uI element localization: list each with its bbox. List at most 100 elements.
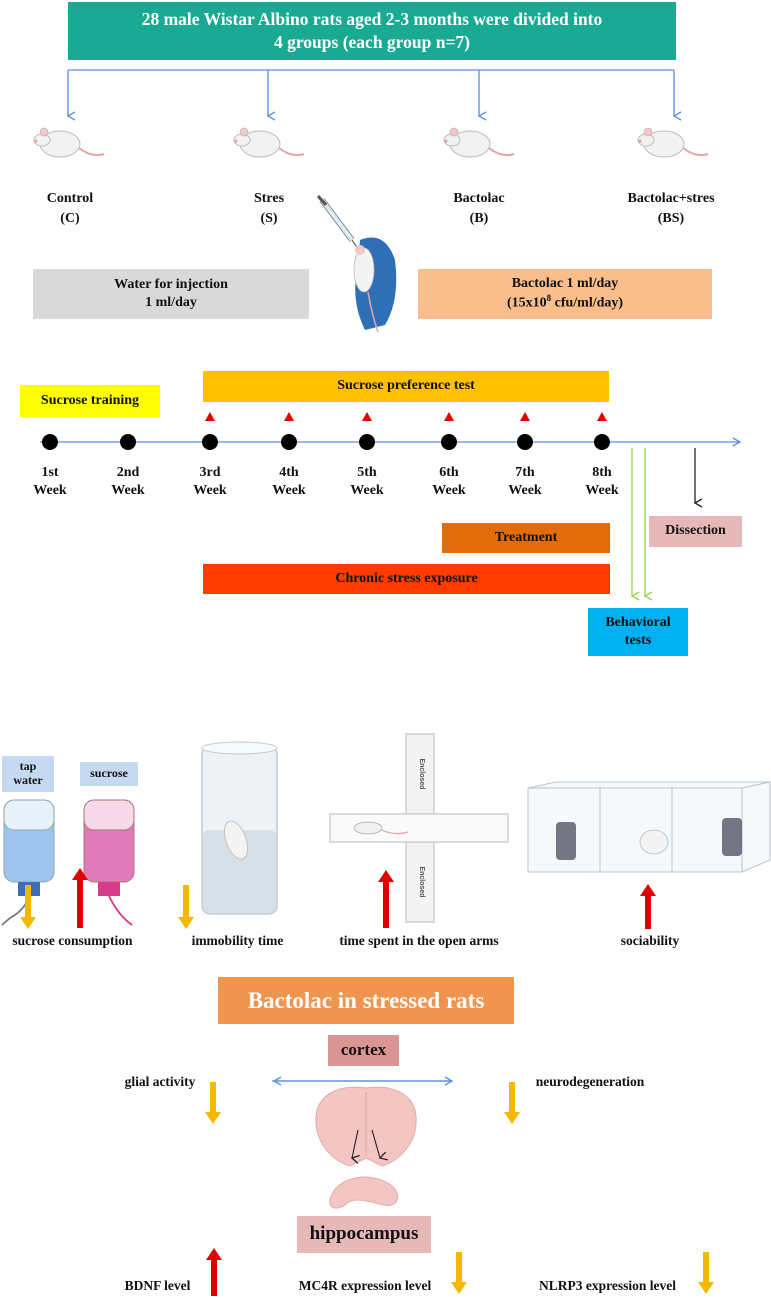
group-bactolac-stres-name: Bactolac+stres	[627, 191, 715, 206]
sucrose-consumption-label: sucrose consumption	[12, 933, 133, 948]
cortex-label: cortex	[340, 1040, 387, 1060]
cortex-box: cortex	[328, 1035, 399, 1066]
week-dot	[120, 434, 136, 450]
rat-icon-stres	[233, 127, 305, 158]
mc4r-label: MC4R expression level	[298, 1278, 432, 1293]
week-dot	[441, 434, 457, 450]
sucrose-training-label: Sucrose training	[40, 392, 140, 408]
results-title: Bactolac in stressed rats	[247, 987, 485, 1013]
chronic-stress-box: Chronic stress exposure	[203, 564, 610, 594]
glial-activity-label: glial activity	[124, 1074, 196, 1089]
arrow-up-icon	[72, 868, 88, 928]
sucrose-training-box: Sucrose training	[20, 385, 160, 417]
rat-icon-control	[33, 127, 105, 158]
open-arms-label: time spent in the open arms	[339, 933, 499, 948]
bdnf-label: BDNF level	[124, 1278, 191, 1293]
immobility-time-label: immobility time	[191, 933, 284, 948]
water-line-2: 1 ml/day	[145, 295, 197, 310]
test-marker	[444, 412, 454, 421]
elevated-plus-maze-icon: Enclosed Enclosed	[329, 733, 509, 923]
behavioral-tests-box: Behavioral tests	[588, 608, 688, 656]
arrow-up-icon	[206, 1248, 222, 1296]
group-stres-abbr: (S)	[260, 211, 278, 226]
brain-coronal-icon	[315, 1086, 417, 1167]
group-control-abbr: (C)	[60, 211, 80, 226]
sucrose-preference-label: Sucrose preference test	[337, 378, 475, 394]
test-marker	[205, 412, 215, 421]
group-control-name: Control	[46, 191, 94, 206]
week-dot	[202, 434, 218, 450]
water-line-1: Water for injection	[114, 276, 228, 292]
header-box: 28 male Wistar Albino rats aged 2-3 mont…	[68, 2, 676, 60]
behavioral-line-2: tests	[624, 633, 652, 648]
tap-water-line-2: water	[13, 773, 43, 787]
header-line-2: 4 groups (each group n=7)	[273, 32, 471, 52]
week-dot	[281, 434, 297, 450]
bactolac-line-1: Bactolac 1 ml/day	[511, 275, 619, 291]
sociability-label: sociability	[620, 933, 680, 948]
arrow-down-icon	[504, 1082, 520, 1124]
results-title-box: Bactolac in stressed rats	[218, 977, 514, 1024]
hippocampus-icon	[329, 1176, 399, 1209]
group-bactolac-stres-abbr: (BS)	[657, 211, 685, 226]
nlrp3-label: NLRP3 expression level	[539, 1278, 676, 1293]
treatment-box: Treatment	[442, 523, 610, 553]
hippocampus-label: hippocampus	[309, 1223, 419, 1245]
arrow-down-icon	[20, 885, 36, 929]
sucrose-preference-box: Sucrose preference test	[203, 371, 609, 402]
week-dot	[359, 434, 375, 450]
bactolac-dose-box: Bactolac 1 ml/day (15x108 cfu/ml/day)	[418, 269, 712, 319]
sucrose-tag: sucrose	[80, 762, 138, 786]
test-marker	[284, 412, 294, 421]
arrow-up-icon	[640, 884, 656, 929]
sucrose-tag-label: sucrose	[90, 766, 128, 781]
chronic-stress-label: Chronic stress exposure	[335, 570, 478, 586]
water-injection-box: Water for injection 1 ml/day	[33, 269, 309, 319]
neurodegeneration-label: neurodegeneration	[535, 1074, 645, 1089]
test-marker	[362, 412, 372, 421]
bactolac-line-2: (15x108 cfu/ml/day)	[506, 293, 624, 311]
header-line-1: 28 male Wistar Albino rats aged 2-3 mont…	[141, 9, 603, 30]
treatment-label: Treatment	[494, 529, 558, 545]
test-marker	[597, 412, 607, 421]
tap-water-line-1: tap	[19, 759, 37, 774]
arrow-down-icon	[178, 885, 194, 929]
three-chamber-box-icon	[527, 781, 771, 873]
rat-icon-bactolac	[443, 127, 515, 158]
arrow-down-icon	[698, 1252, 714, 1294]
behavioral-line-1: Behavioral	[605, 614, 671, 630]
test-marker	[520, 412, 530, 421]
maze-arm-label-bottom: Enclosed	[418, 866, 425, 897]
dissection-box: Dissection	[649, 516, 742, 547]
arrow-up-icon	[378, 870, 394, 928]
arrow-down-icon	[205, 1082, 221, 1124]
group-stres-name: Stres	[253, 191, 285, 206]
arrow-down-icon	[451, 1252, 467, 1294]
sucrose-bottle-icon	[83, 799, 135, 926]
tap-water-tag: tap water	[2, 756, 54, 792]
group-bactolac-name: Bactolac	[453, 191, 505, 206]
week-dot	[42, 434, 58, 450]
group-bactolac-abbr: (B)	[469, 211, 489, 226]
rat-icon-bactolac-stres	[637, 127, 709, 158]
forced-swim-cylinder-icon	[201, 741, 278, 915]
week-dot	[517, 434, 533, 450]
week-dot	[594, 434, 610, 450]
dissection-label: Dissection	[665, 523, 726, 539]
hippocampus-box: hippocampus	[297, 1216, 431, 1253]
maze-arm-label-top: Enclosed	[418, 758, 425, 789]
injection-icon	[316, 195, 397, 333]
